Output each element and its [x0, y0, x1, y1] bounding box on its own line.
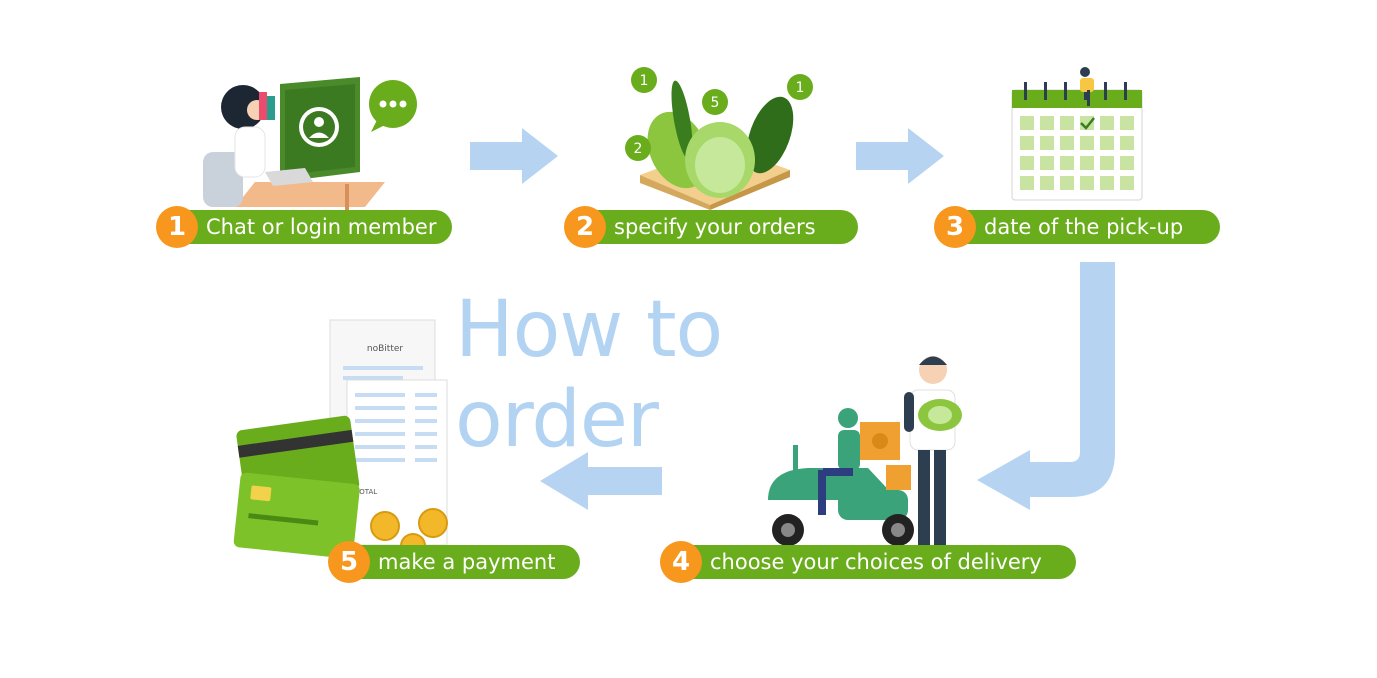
calendar-day-cell: [1120, 116, 1134, 130]
calendar-day-cell: [1040, 136, 1054, 150]
arrow-left: [540, 452, 662, 510]
calendar-day-cell: [1120, 136, 1134, 150]
calendar-day-cell: [1080, 136, 1094, 150]
calendar-day-cell: [1020, 136, 1034, 150]
calendar-icon: [1011, 67, 1143, 201]
step-1-number-badge: 1: [156, 206, 198, 248]
arrow-right-1: [470, 128, 558, 184]
veg-count-4: 2: [634, 141, 643, 157]
step-2-label-pill: 2 specify your orders: [564, 206, 858, 248]
step-2-number-badge: 2: [564, 206, 606, 248]
veg-count-3: 1: [796, 80, 805, 96]
calendar-day-cell: [1040, 156, 1054, 170]
arrow-down-left: [977, 262, 1115, 510]
page-title: How to order: [455, 285, 723, 465]
calendar-day-cell: [1100, 156, 1114, 170]
calendar-day-cell: [1100, 116, 1114, 130]
step-4-label: choose your choices of delivery: [710, 550, 1042, 574]
calendar-day-cell: [1060, 116, 1074, 130]
step-5-label: make a payment: [378, 550, 556, 574]
calendar-day-cell: [1060, 136, 1074, 150]
calendar-day-cell: [1120, 156, 1134, 170]
vegetable-box-icon: 1 5 1 2: [625, 67, 813, 210]
computer-chat-icon: [203, 77, 417, 212]
step-3-number-badge: 3: [934, 206, 976, 248]
step-3-label-pill: 3 date of the pick-up: [934, 206, 1220, 248]
calendar-day-cell: [1100, 176, 1114, 190]
calendar-day-cell: [1020, 116, 1034, 130]
step-2-label: specify your orders: [614, 215, 816, 239]
arrow-right-2: [856, 128, 944, 184]
receipt-total-label: TOTAL: [354, 488, 377, 496]
payment-card-receipt-icon: noBitter TOTAL: [233, 319, 448, 559]
step-3-label: date of the pick-up: [984, 215, 1184, 239]
calendar-day-cell: [1080, 176, 1094, 190]
step-5-label-pill: 5 make a payment: [328, 541, 580, 583]
delivery-scooter-icon: [768, 356, 962, 546]
step-5-number-badge: 5: [328, 541, 370, 583]
step-4-number-badge: 4: [660, 541, 702, 583]
calendar-day-cell: [1060, 156, 1074, 170]
step-4-label-pill: 4 choose your choices of delivery: [660, 541, 1076, 583]
veg-count-1: 1: [640, 73, 649, 89]
calendar-day-cell: [1120, 176, 1134, 190]
veg-count-2: 5: [711, 95, 720, 111]
step-1-label: Chat or login member: [206, 215, 437, 239]
calendar-day-cell: [1060, 176, 1074, 190]
calendar-day-cell: [1040, 116, 1054, 130]
calendar-day-cell: [1020, 156, 1034, 170]
step-1-label-pill: 1 Chat or login member: [156, 206, 452, 248]
calendar-day-cell: [1040, 176, 1054, 190]
calendar-day-cell: [1100, 136, 1114, 150]
calendar-day-cell: [1080, 156, 1094, 170]
receipt-brand: noBitter: [367, 344, 403, 354]
calendar-day-cell: [1020, 176, 1034, 190]
